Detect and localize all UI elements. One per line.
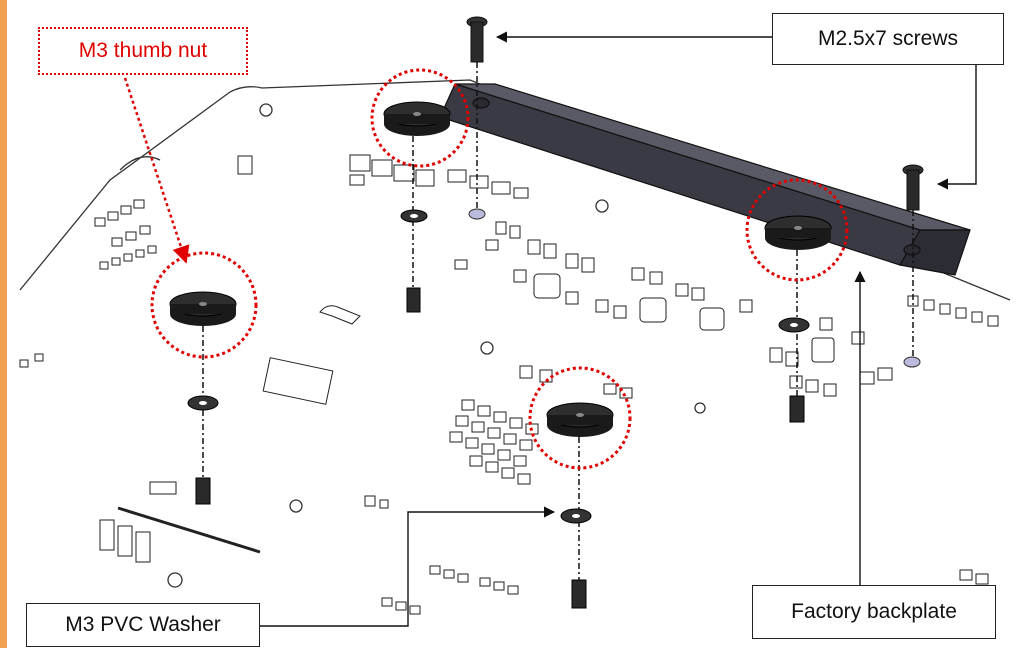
thumb-nut-assembly-2 (169, 291, 237, 505)
component-cluster-right (769, 295, 999, 585)
screw-right (902, 164, 924, 368)
ic-chip (262, 357, 334, 405)
leader-thumb-nut (123, 77, 190, 264)
label-m3-thumb-nut: M3 thumb nut (38, 27, 248, 75)
screw-left (466, 16, 488, 220)
thumb-nut-assembly-3 (546, 402, 614, 609)
label-m2-5x7-screws: M2.5x7 screws (772, 13, 1004, 65)
pcb-components (19, 154, 999, 615)
accent-stripe (0, 0, 7, 648)
highlight-circle-3 (528, 366, 632, 470)
component-cluster-center (513, 239, 865, 345)
component-cluster-lower (364, 365, 633, 615)
highlight-circle-1 (370, 68, 470, 168)
component-cluster-left (19, 199, 157, 563)
pcb-board (19, 79, 1011, 631)
factory-backplate (439, 83, 971, 276)
label-m3-pvc-washer: M3 PVC Washer (26, 603, 260, 647)
component-cluster-top (237, 154, 529, 270)
connector-small (149, 481, 177, 495)
highlight-circles (150, 68, 849, 470)
leader-screws-right (936, 65, 977, 190)
leader-washer (260, 506, 556, 627)
label-factory-backplate: Factory backplate (752, 585, 996, 639)
edge-connector (117, 506, 261, 554)
highlight-circle-4 (745, 178, 849, 282)
thumb-nut-assembly-4 (764, 215, 832, 423)
thumb-nut-assembly-1 (383, 101, 451, 313)
highlight-circle-2 (150, 251, 258, 359)
fan-logo-mark (319, 305, 361, 325)
